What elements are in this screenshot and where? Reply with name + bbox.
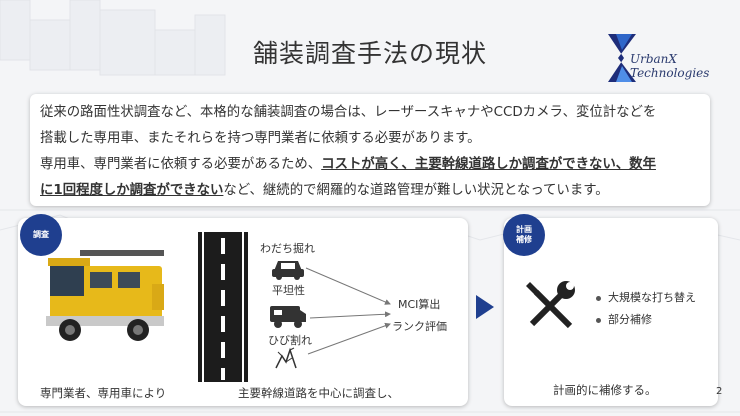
caption-left: 専門業者、専用車により — [40, 386, 167, 400]
survey-badge: 調査 — [20, 214, 62, 256]
intro-line-4: に1回程度しか調査ができないなど、継続的で網羅的な道路管理が難しい状況となってい… — [40, 178, 700, 204]
urbanx-logo — [608, 34, 636, 82]
plan-badge-line1: 計画 — [516, 225, 532, 234]
tools-icon — [526, 281, 575, 329]
label-cracks: ひび割れ — [268, 334, 312, 347]
intro-line-1: 従来の路面性状調査など、本格的な舗装調査の場合は、レーザースキャナやCCDカメラ… — [40, 105, 657, 120]
road-lanes-icon — [198, 232, 248, 382]
logo-text-line2: Technologies — [630, 66, 710, 80]
slide-title: 舗装調査手法の現状 — [252, 39, 487, 68]
intro-line-2: 搭載した専用車、またそれらを持つ専門業者に依頼する必要があります。 — [40, 131, 481, 146]
intro-line-3-plain: 専用車、専門業者に依頼する必要があるため、 — [40, 157, 322, 172]
caption-mid: 主要幹線道路を中心に調査し、 — [238, 386, 399, 400]
logo-text-line1: UrbanX — [630, 52, 677, 66]
page-number: 2 — [716, 386, 723, 397]
plan-bullet-item: 部分補修 — [594, 309, 696, 331]
crack-icon — [275, 347, 297, 369]
car-icon — [272, 261, 304, 280]
intro-line-4-plain: など、継続的で網羅的な道路管理が難しい状況となっています。 — [223, 183, 609, 198]
intro-line-4-emphasis: に1回程度しか調査ができない — [40, 183, 224, 198]
plan-card — [504, 218, 718, 406]
arrow-right-icon — [476, 295, 494, 319]
label-mci: MCI算出 — [398, 298, 441, 311]
intro-line-3: 専用車、専門業者に依頼する必要があるため、コストが高く、主要幹線道路しか調査がで… — [40, 152, 700, 178]
plan-bullet-list: 大規模な打ち替え 部分補修 — [594, 287, 696, 331]
label-rutting: わだち掘れ — [260, 242, 315, 255]
survey-truck-image — [46, 250, 164, 341]
plan-bullet-item: 大規模な打ち替え — [594, 287, 696, 309]
caption-right: 計画的に補修する。 — [553, 383, 657, 397]
rv-truck-icon — [270, 306, 306, 328]
plan-badge: 計画 補修 — [503, 214, 545, 256]
plan-badge-line2: 補修 — [516, 235, 532, 244]
label-rank: ランク評価 — [392, 320, 447, 333]
label-flatness: 平坦性 — [272, 284, 305, 297]
intro-text-box: 従来の路面性状調査など、本格的な舗装調査の場合は、レーザースキャナやCCDカメラ… — [30, 94, 710, 206]
converging-arrows — [305, 267, 391, 355]
intro-line-3-emphasis: コストが高く、主要幹線道路しか調査ができない、数年 — [321, 157, 656, 172]
